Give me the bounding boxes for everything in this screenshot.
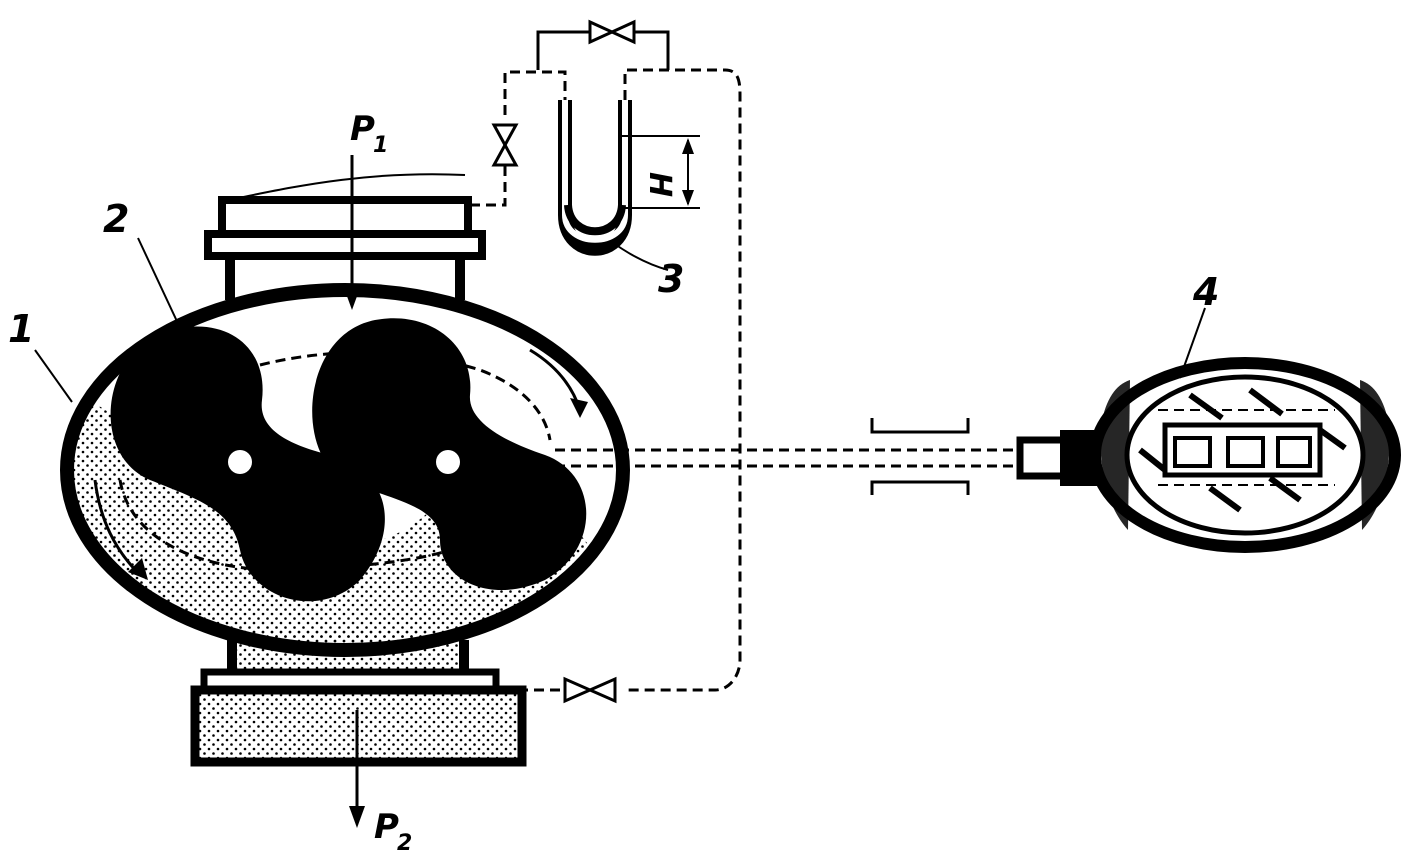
- leader-rotors: [137, 237, 183, 333]
- label-counter: 4: [1192, 270, 1219, 314]
- label-inlet-pressure-sub: 1: [373, 133, 388, 158]
- bypass-valve: [536, 19, 670, 70]
- inlet-pressure-line: [470, 145, 507, 207]
- u-tube-manometer: [558, 100, 700, 271]
- label-manometer: 3: [658, 257, 684, 301]
- rotor-path-lower: [118, 479, 451, 572]
- counter: [1089, 307, 1401, 553]
- label-inlet-pressure: P: [350, 109, 375, 149]
- drive-shaft: [555, 418, 1100, 495]
- label-rotors: 2: [103, 197, 129, 241]
- label-casing: 1: [8, 307, 34, 351]
- label-outlet-pressure: P: [374, 807, 399, 847]
- inlet-valve: [491, 123, 519, 167]
- rotor-path-upper: [259, 351, 552, 441]
- rotor-right: [312, 318, 587, 591]
- manometer-left-line: [503, 70, 567, 115]
- outlet-arrow: [349, 710, 365, 828]
- outlet-valve: [563, 676, 617, 704]
- label-outlet-pressure-sub: 2: [397, 831, 412, 856]
- flow-arrow-left: [93, 479, 142, 577]
- label-height: H: [642, 172, 677, 197]
- inlet-arrow: [227, 155, 466, 310]
- manometer-right-line: [623, 68, 742, 692]
- leader-casing: [34, 349, 73, 403]
- rotor-left: [110, 326, 385, 602]
